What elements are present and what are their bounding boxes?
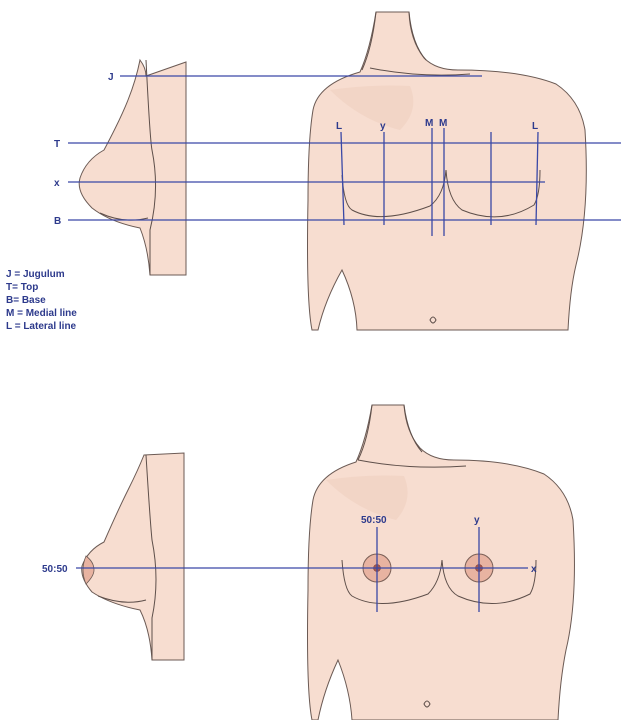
top-side-view xyxy=(79,60,186,275)
legend-item: B= Base xyxy=(6,294,77,307)
label-j: J xyxy=(108,72,114,83)
label-y-bottom: y xyxy=(474,515,480,526)
label-l-left: L xyxy=(336,121,342,132)
label-m-right: M xyxy=(439,118,447,129)
top-front-view xyxy=(308,12,587,330)
bottom-front-view xyxy=(308,405,575,720)
label-ratio-side: 50:50 xyxy=(42,564,68,575)
label-b: B xyxy=(54,216,61,227)
legend: J = Jugulum T= Top B= Base M = Medial li… xyxy=(6,268,77,333)
label-m-left: M xyxy=(425,118,433,129)
label-x-bottom: x xyxy=(531,564,537,575)
legend-item: J = Jugulum xyxy=(6,268,77,281)
label-t: T xyxy=(54,139,60,150)
label-l-right: L xyxy=(532,121,538,132)
label-ratio-front: 50:50 xyxy=(361,515,387,526)
legend-item: T= Top xyxy=(6,281,77,294)
label-x: x xyxy=(54,178,60,189)
legend-item: M = Medial line xyxy=(6,307,77,320)
label-y: y xyxy=(380,121,386,132)
bottom-side-view xyxy=(82,453,184,660)
legend-item: L = Lateral line xyxy=(6,320,77,333)
